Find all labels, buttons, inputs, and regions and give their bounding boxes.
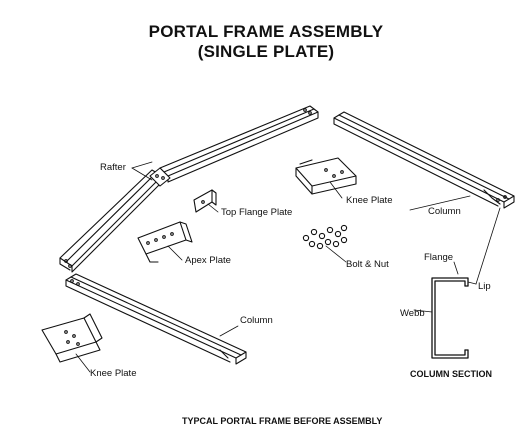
column-right [333, 111, 515, 209]
rafter-right [159, 105, 319, 183]
label-column-right: Column [428, 206, 461, 217]
leader-lines [75, 161, 501, 373]
caption: TYPCAL PORTAL FRAME BEFORE ASSEMBLY [182, 416, 382, 426]
label-webb: Webb [400, 308, 425, 319]
label-knee-plate-top: Knee Plate [346, 195, 392, 206]
apex-plate [137, 221, 193, 263]
label-column-section: COLUMN SECTION [410, 369, 492, 379]
title-line-2: (SINGLE PLATE) [197, 42, 335, 61]
label-bolt-nut: Bolt & Nut [346, 259, 389, 270]
label-top-flange-plate: Top Flange Plate [221, 207, 292, 218]
bolt-nut-cluster [302, 224, 348, 250]
knee-plate-top [295, 157, 357, 195]
label-apex-plate: Apex Plate [185, 255, 231, 266]
column-front [65, 273, 247, 365]
label-lip: Lip [478, 281, 491, 292]
label-column-front: Column [240, 315, 273, 326]
rafter-apex-joint [149, 167, 171, 187]
title-line-1: PORTAL FRAME ASSEMBLY [148, 22, 384, 41]
rafter-left [59, 169, 163, 273]
label-flange: Flange [424, 252, 453, 263]
top-flange-plate [193, 189, 217, 213]
label-rafter: Rafter [100, 162, 126, 173]
knee-plate-bottom [41, 313, 103, 363]
label-knee-plate-bottom: Knee Plate [90, 368, 136, 379]
column-section-profile [431, 277, 469, 359]
